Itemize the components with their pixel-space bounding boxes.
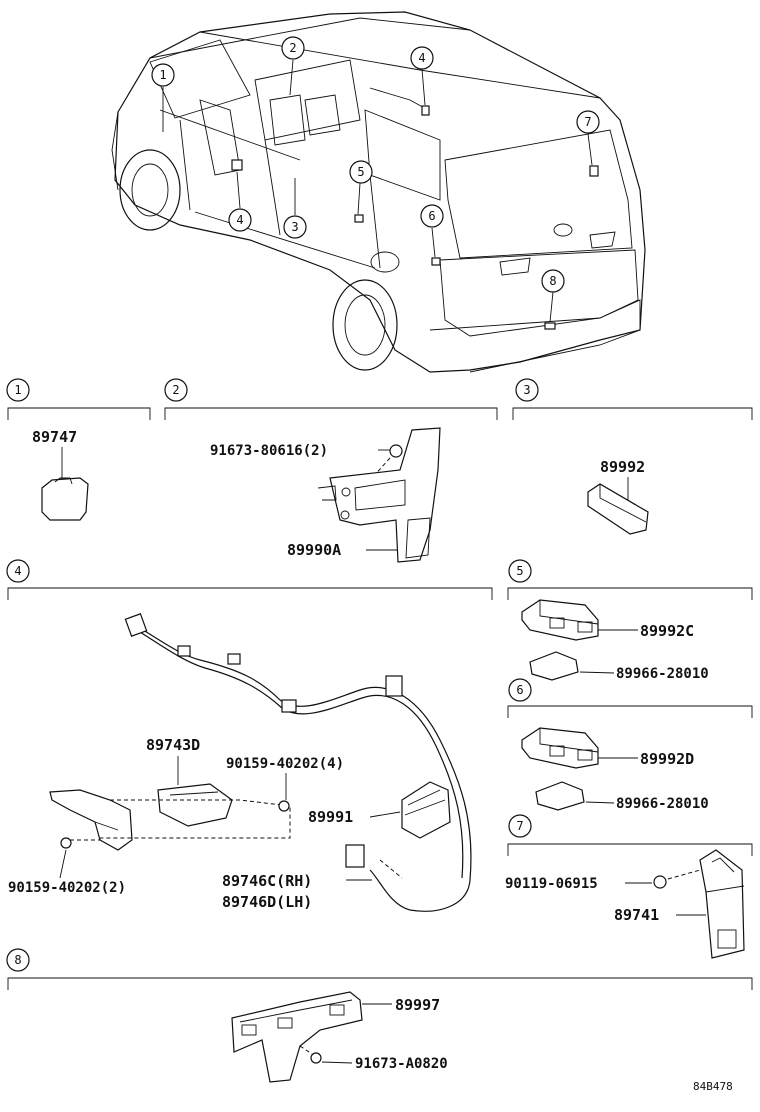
section-2: 2 91673-80616(2) 89990A (164, 378, 498, 563)
part-89747-label: 89747 (32, 428, 77, 446)
harness-89746-drawing (134, 624, 472, 912)
section-6: 6 89992D 89966-28010 (507, 678, 753, 812)
part-89991-drawing (401, 781, 451, 839)
part-89990A-label: 89990A (287, 541, 341, 559)
svg-text:8: 8 (14, 953, 21, 967)
part-89992C-label: 89992C (640, 622, 694, 640)
part-89966-28010-a-label: 89966-28010 (616, 666, 709, 682)
vehicle-callout-2: 2 (281, 36, 305, 60)
section-5: 5 89992C 89966-28010 (507, 559, 753, 682)
svg-text:8: 8 (549, 274, 556, 288)
part-91673-A0820-label: 91673-A0820 (355, 1056, 448, 1072)
part-89966-28010-b-label: 89966-28010 (616, 796, 709, 812)
vehicle-callout-1: 1 (151, 63, 175, 87)
part-89992-label: 89992 (600, 458, 645, 476)
part-91673-80616-label: 91673-80616(2) (210, 443, 328, 459)
vehicle-callout-5: 5 (349, 160, 373, 184)
part-89992D-label: 89992D (640, 750, 694, 768)
section-7: 7 90119-06915 89741 (505, 814, 753, 959)
vehicle-callout-3: 3 (283, 215, 307, 239)
part-89746D-label: 89746D(LH) (222, 893, 312, 911)
vehicle-illustration (111, 11, 646, 373)
vehicle-callout-4a: 4 (410, 46, 434, 70)
svg-text:6: 6 (428, 209, 435, 223)
part-89992-drawing (587, 483, 649, 535)
drawing-code: 84B478 (693, 1080, 733, 1093)
svg-text:4: 4 (14, 564, 21, 578)
vehicle-callout-6: 6 (420, 204, 444, 228)
svg-text:2: 2 (172, 383, 179, 397)
svg-text:6: 6 (516, 683, 523, 697)
svg-text:5: 5 (516, 564, 523, 578)
svg-text:5: 5 (357, 165, 364, 179)
part-89743D-label: 89743D (146, 736, 200, 754)
section-1: 1 89747 (6, 378, 151, 521)
part-89741-drawing (699, 849, 745, 959)
svg-text:2: 2 (289, 41, 296, 55)
svg-text:1: 1 (159, 68, 166, 82)
vehicle-callout-4b: 4 (228, 208, 252, 232)
part-89992C-drawing (521, 599, 599, 641)
part-89747-drawing (41, 477, 89, 521)
svg-text:3: 3 (523, 383, 530, 397)
part-89966-28010-b-drawing (535, 781, 585, 811)
section-8: 8 89997 91673-A0820 (6, 948, 753, 1083)
svg-text:3: 3 (291, 220, 298, 234)
section-3: 3 89992 (512, 378, 753, 535)
part-89997-label: 89997 (395, 996, 440, 1014)
svg-text:4: 4 (236, 213, 243, 227)
svg-text:4: 4 (418, 51, 425, 65)
section-4: 4 89991 89743D 90159-40202(4) 90159-4020… (6, 559, 493, 912)
vehicle-callout-7: 7 (576, 110, 600, 134)
part-89997-drawing (231, 991, 363, 1083)
part-89746C-label: 89746C(RH) (222, 872, 312, 890)
part-89991-label: 89991 (308, 808, 353, 826)
part-89992D-drawing (521, 727, 599, 769)
svg-text:7: 7 (516, 819, 523, 833)
callout-leaders (162, 59, 593, 323)
part-90119-06915-label: 90119-06915 (505, 876, 598, 892)
part-90159-40202-2-label: 90159-40202(2) (8, 880, 126, 896)
part-90159-40202-4-label: 90159-40202(4) (226, 756, 344, 772)
part-89966-28010-a-drawing (529, 651, 579, 681)
part-89990A-drawing (329, 427, 441, 563)
svg-text:1: 1 (14, 383, 21, 397)
latch-drawing (49, 789, 133, 851)
svg-text:7: 7 (584, 115, 591, 129)
part-89741-label: 89741 (614, 906, 659, 924)
vehicle-callout-8: 8 (541, 269, 565, 293)
